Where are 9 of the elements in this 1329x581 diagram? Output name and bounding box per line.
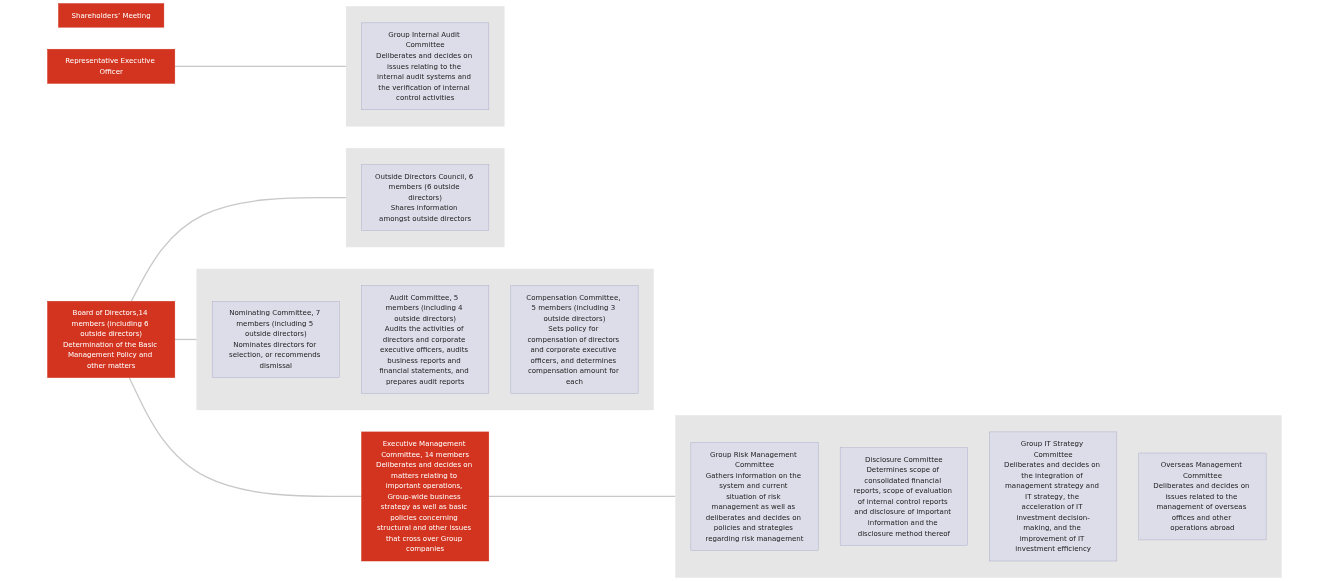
connector: [130, 196, 347, 302]
connector: [488, 495, 677, 498]
cluster: [345, 148, 505, 248]
cluster: [196, 268, 654, 411]
connector: [174, 65, 347, 67]
cluster: [675, 415, 1282, 578]
connector: [174, 338, 198, 341]
cluster: [345, 6, 505, 127]
connector: [128, 377, 363, 498]
